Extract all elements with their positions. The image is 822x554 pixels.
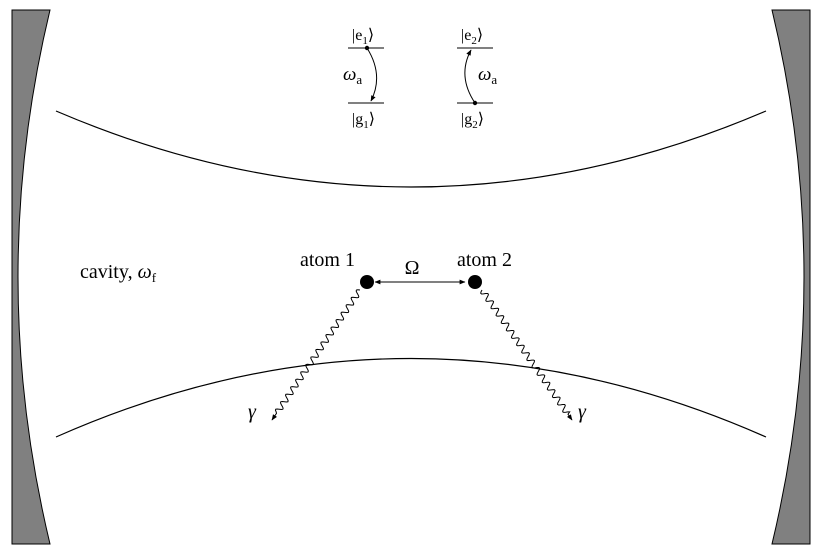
atom-2-dot — [468, 275, 482, 289]
decay-label-atom-1: γ — [248, 401, 257, 423]
decay-arrow-atom-2 — [480, 289, 573, 421]
atom-2-label: atom 2 — [457, 249, 512, 271]
ground-state-2-label: |g2⟩ — [461, 111, 484, 131]
transition-arrow-2 — [464, 49, 476, 104]
decay-arrow-atom-1 — [271, 289, 361, 421]
transition-arrow-1 — [366, 47, 378, 102]
decay-label-atom-2: γ — [578, 401, 587, 423]
left-mirror — [11, 9, 51, 545]
excited-state-1-label: |e1⟩ — [352, 27, 374, 47]
atom-1-dot — [360, 275, 374, 289]
cavity-mode-lower-boundary — [55, 357, 767, 438]
transition-label-2: ωa — [478, 64, 497, 87]
excited-state-2-label: |e2⟩ — [461, 27, 483, 47]
ground-level-2-dot — [472, 100, 478, 106]
right-mirror — [771, 9, 811, 545]
cavity-mode-upper-boundary — [55, 110, 767, 188]
coupling-label: Ω — [405, 257, 420, 279]
atom-1-label: atom 1 — [300, 249, 355, 271]
transition-label-1: ωa — [343, 64, 362, 87]
level-scheme-atom-2: |e2⟩ |g2⟩ ωa — [457, 27, 497, 131]
level-scheme-atom-1: |e1⟩ |g1⟩ ωa — [343, 27, 384, 131]
cavity-label: cavity, ωf — [80, 261, 157, 285]
ground-state-1-label: |g1⟩ — [352, 111, 375, 131]
